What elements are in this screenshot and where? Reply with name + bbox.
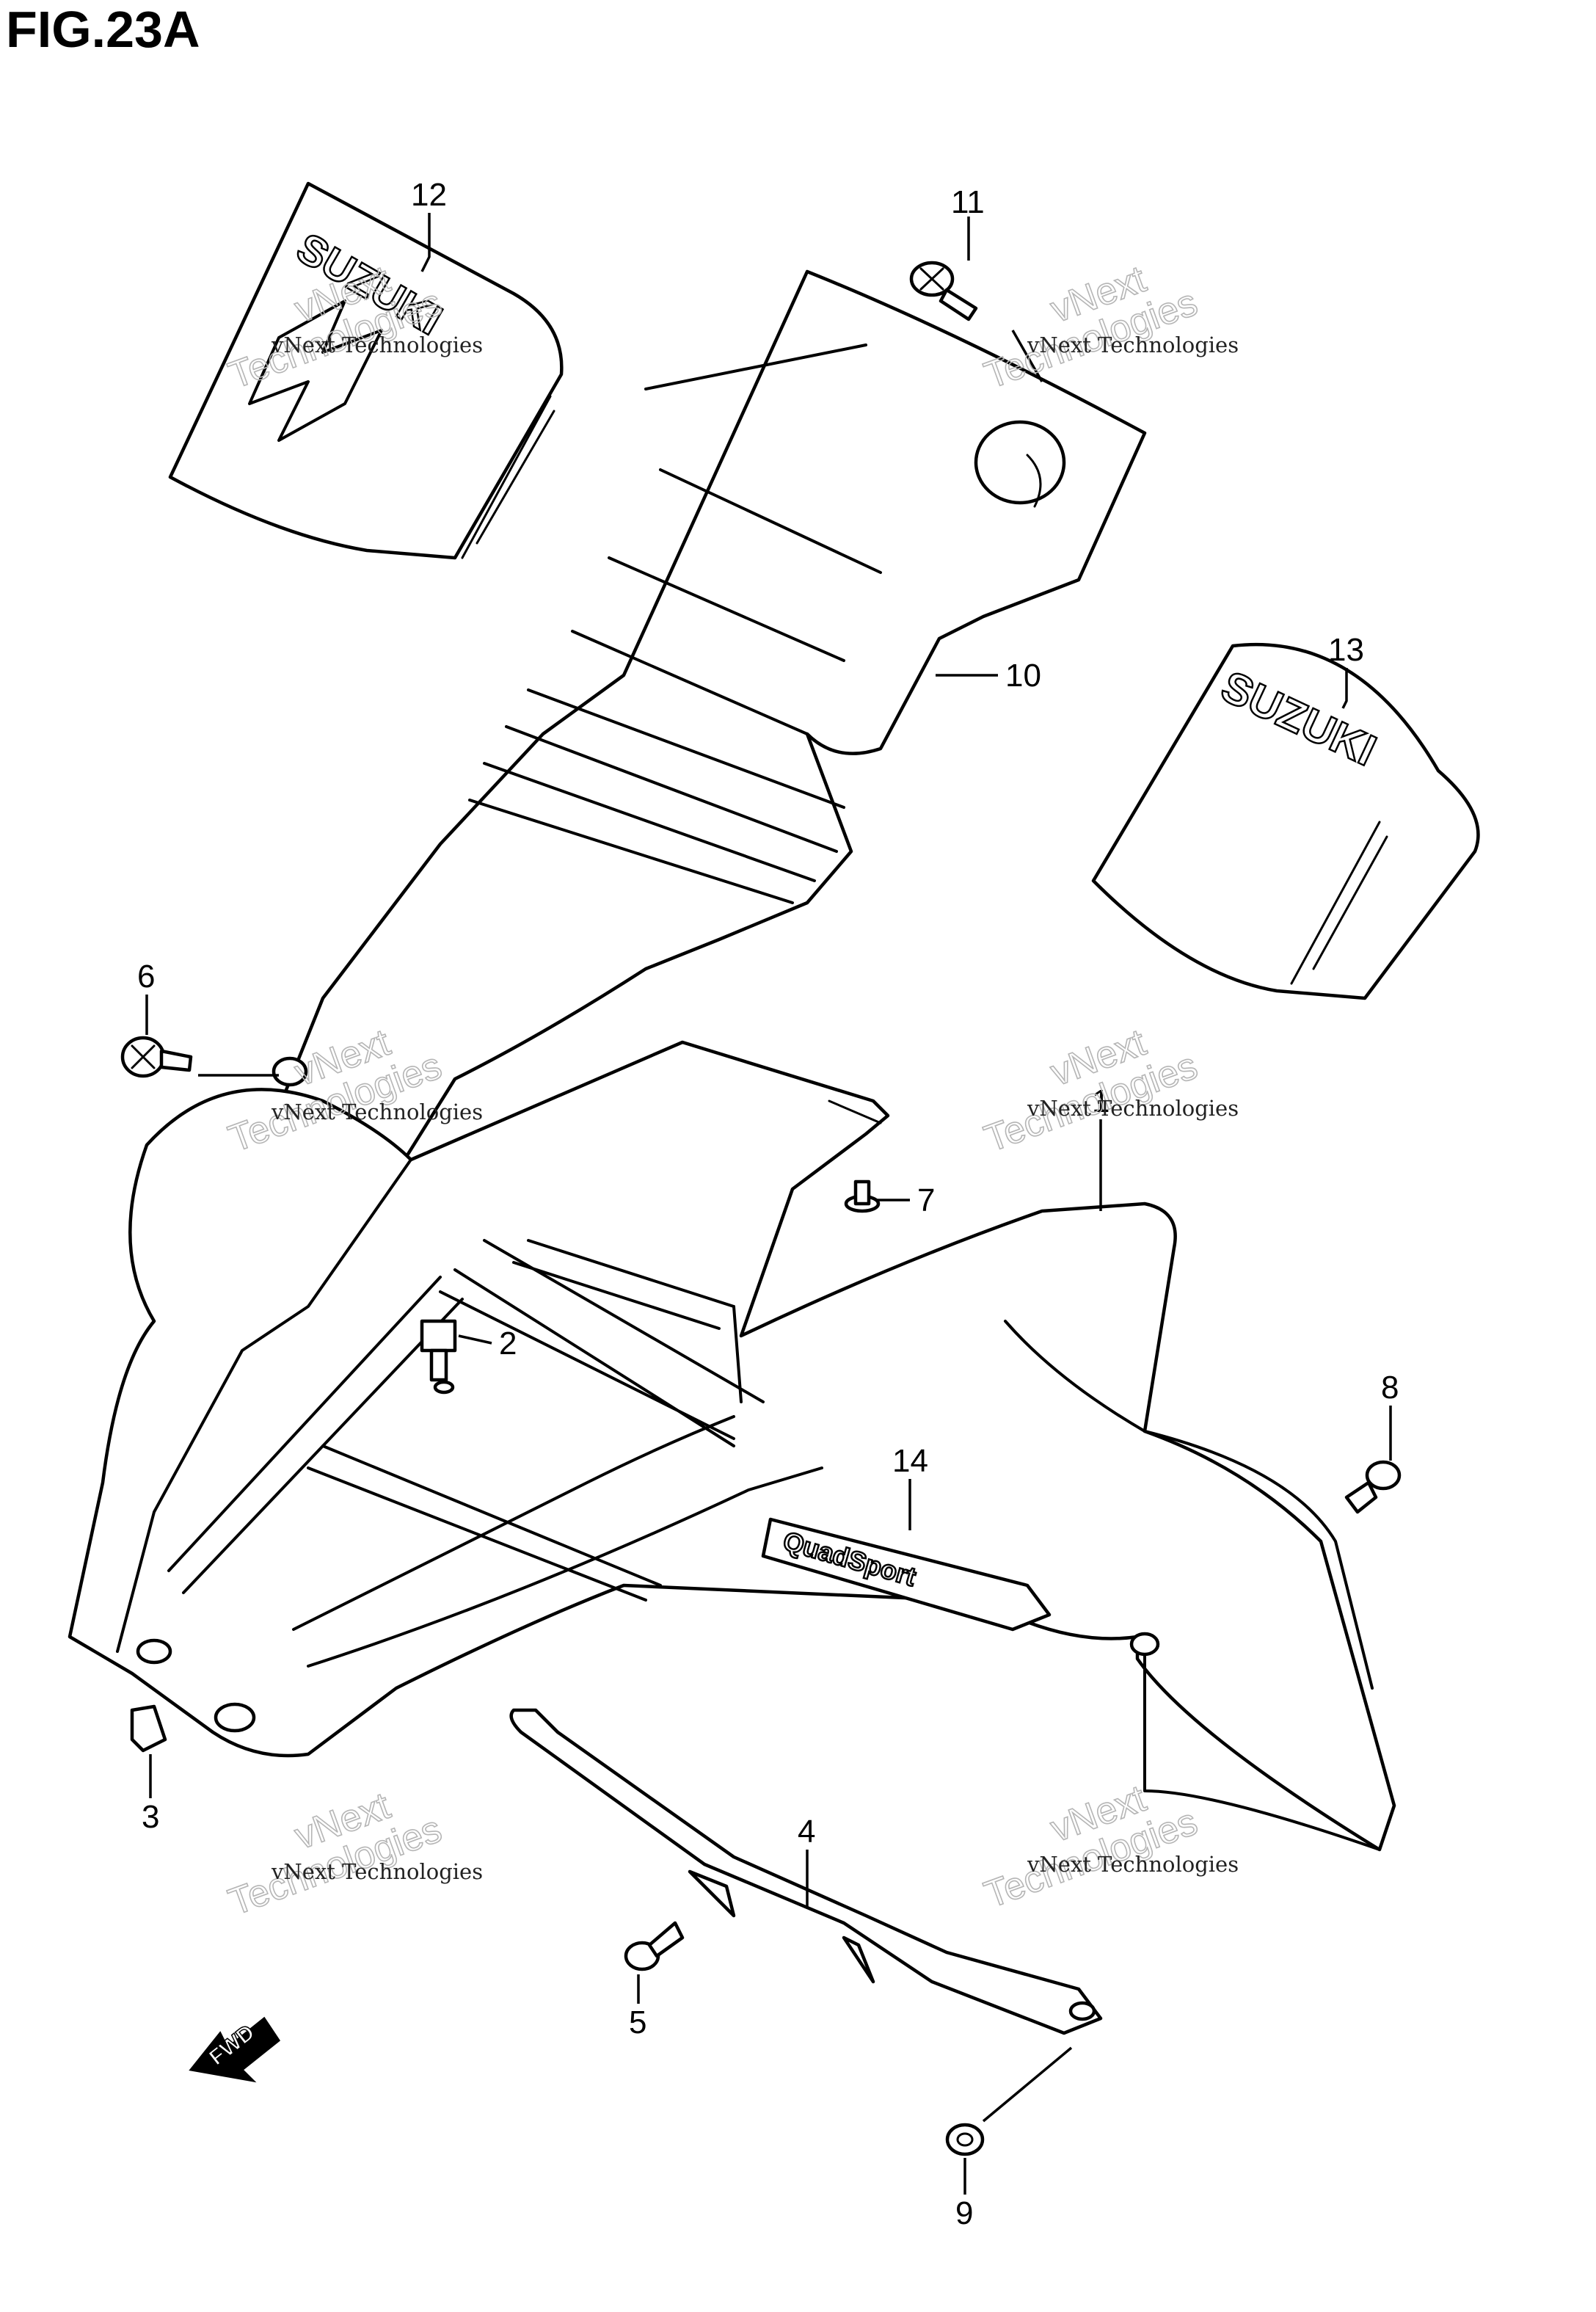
clip-nut-part-3 — [130, 1704, 167, 1753]
bolt-part-5 — [624, 1921, 685, 1971]
screw-part-11 — [909, 261, 978, 321]
callout-11: 11 — [951, 184, 985, 220]
callout-4: 4 — [798, 1814, 815, 1850]
decal-right-part-13: SUZUKI — [1091, 642, 1480, 1000]
callout-12: 12 — [411, 177, 447, 213]
callout-3: 3 — [142, 1799, 159, 1835]
screw-part-6 — [120, 1036, 193, 1078]
fwd-direction-arrow: FWD — [189, 2016, 281, 2083]
bolt-part-8 — [1344, 1460, 1402, 1514]
watermark-bottom-left: vNext Technologies vNext Technologies — [222, 1784, 483, 1924]
svg-text:vNext Technologies: vNext Technologies — [271, 1099, 483, 1124]
leader-lines — [145, 213, 1392, 2195]
figure-title: FIG.23A — [6, 1, 200, 58]
svg-text:vNext Technologies: vNext Technologies — [1027, 1852, 1239, 1877]
suzuki-s-logo — [248, 299, 383, 442]
screw-part-7 — [844, 1179, 881, 1213]
svg-text:vNext Technologies: vNext Technologies — [1027, 1096, 1239, 1121]
callout-9: 9 — [955, 2195, 973, 2231]
nut-part-9 — [945, 2123, 985, 2156]
watermark-top-right: vNext Technologies vNext Technologies — [978, 257, 1239, 398]
watermark-mid-right: vNext Technologies vNext Technologies — [978, 1020, 1239, 1161]
decal-upper-part-12: SUZUKI — [168, 181, 564, 560]
callout-2: 2 — [499, 1326, 517, 1362]
callout-5: 5 — [629, 2004, 646, 2040]
bolt-part-2 — [420, 1319, 457, 1382]
center-cover-part-10 — [262, 269, 1147, 1199]
callout-1: 1 — [1092, 1083, 1109, 1119]
svg-text:vNext Technologies: vNext Technologies — [1027, 332, 1239, 357]
callout-labels: 12 11 13 10 6 1 7 2 8 14 3 4 5 9 — [137, 177, 1399, 2231]
callout-13: 13 — [1328, 632, 1364, 668]
callout-7: 7 — [917, 1182, 935, 1218]
svg-text:vNext Technologies: vNext Technologies — [271, 332, 483, 357]
front-fender-part-1 — [68, 1040, 1396, 1852]
callout-10: 10 — [1005, 658, 1041, 694]
callout-8: 8 — [1381, 1370, 1399, 1406]
svg-text:vNext Technologies: vNext Technologies — [271, 1859, 483, 1884]
callout-14: 14 — [892, 1443, 928, 1479]
callout-6: 6 — [137, 959, 155, 995]
stay-bracket-part-4 — [509, 1708, 1103, 2035]
